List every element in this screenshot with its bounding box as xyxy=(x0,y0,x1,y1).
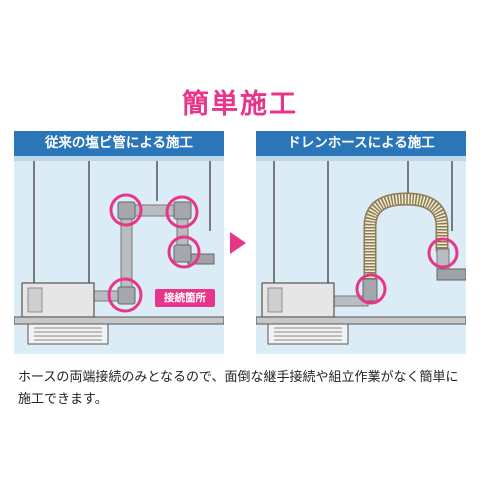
conventional-pvc-illustration xyxy=(14,131,224,354)
connection-highlight xyxy=(427,237,459,269)
panel-header: ドレンホースによる施工 xyxy=(256,131,466,156)
pvc-pipe-run xyxy=(91,201,215,305)
drain-hose-panel: ドレンホースによる施工 xyxy=(256,131,466,354)
indoor-unit xyxy=(14,282,224,345)
right-arrow-icon xyxy=(230,232,246,254)
connection-points-tag: 接続箇所 xyxy=(155,289,215,307)
panel-header: 従来の塩ビ管による施工 xyxy=(14,131,224,156)
description-text: ホースの両端接続のみとなるので、面倒な継手接続や組立作業がなく簡単に施工できます… xyxy=(18,370,459,407)
drain-hose-illustration xyxy=(256,131,466,354)
connection-highlight xyxy=(167,235,201,269)
indoor-unit xyxy=(256,282,466,345)
drain-hose-ribs xyxy=(365,193,447,281)
conventional-pvc-panel: 従来の塩ビ管による施工 接続箇所 xyxy=(14,131,224,354)
connection-highlight xyxy=(355,273,387,305)
connection-highlight xyxy=(165,195,199,229)
page-title: 簡単施工 xyxy=(182,89,298,120)
connection-highlight xyxy=(109,193,143,227)
connection-highlight xyxy=(107,277,143,313)
